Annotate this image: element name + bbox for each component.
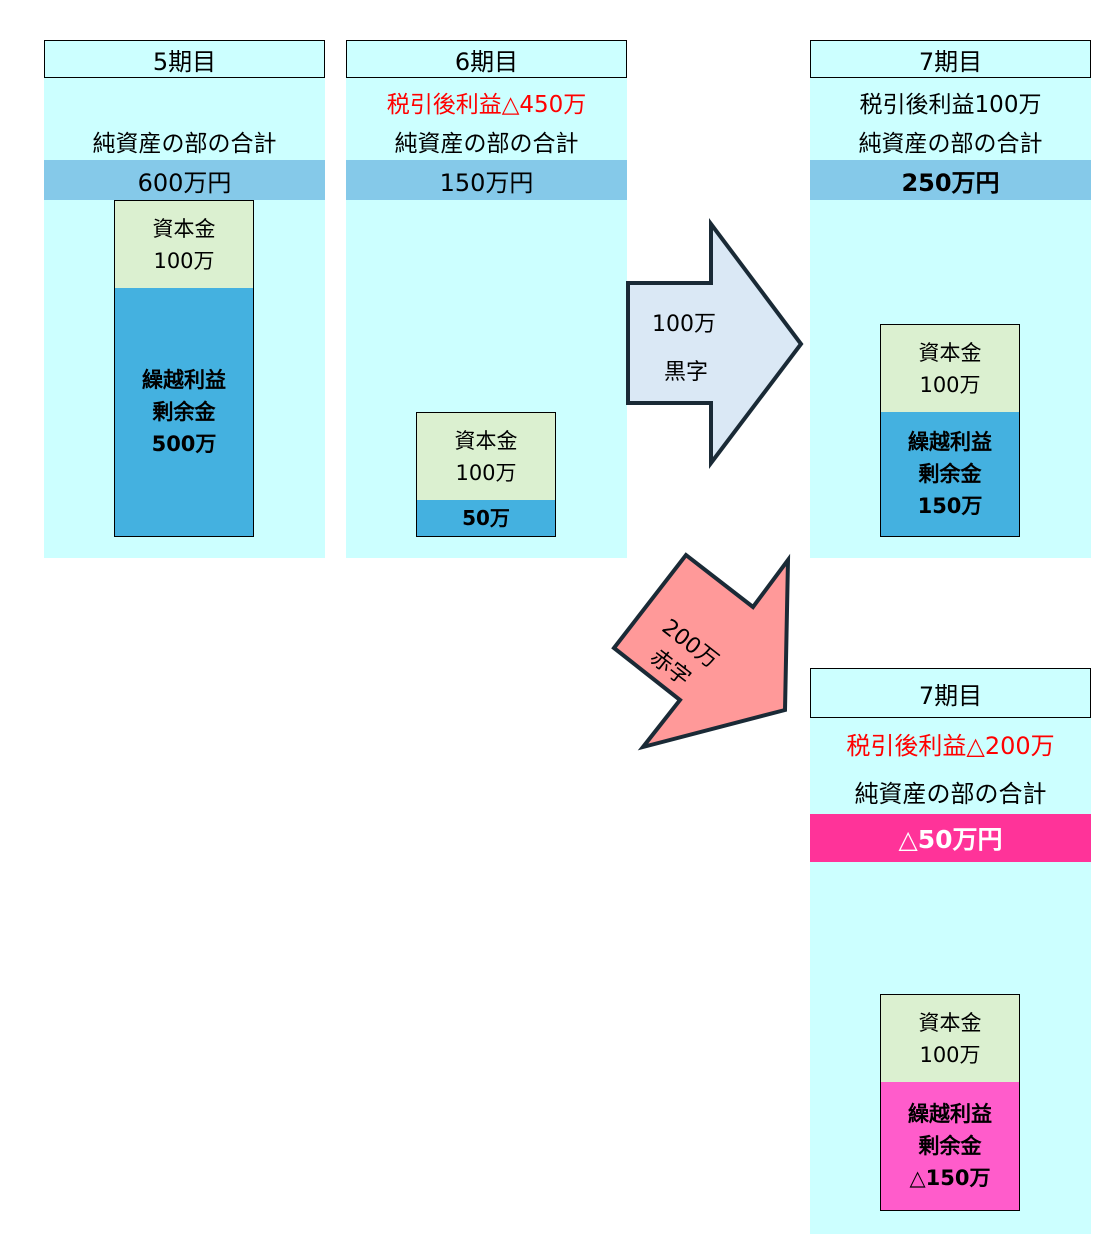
period5-title: 5期目: [44, 40, 325, 78]
capital-value: 100万: [455, 460, 517, 485]
net-assets-total: 150万円: [346, 160, 627, 200]
retained-value: 150万: [917, 494, 983, 518]
retained-label-1: 繰越利益: [142, 368, 226, 392]
retained-label-2: 剰余金: [918, 462, 982, 486]
capital-label: 資本金: [454, 428, 518, 453]
retained-earnings-box: 50万: [416, 500, 556, 537]
net-assets-label: 純資産の部の合計: [92, 131, 277, 157]
retained-earnings-box: 繰越利益 剰余金 △150万: [880, 1082, 1020, 1211]
net-assets-label: 純資産の部の合計: [858, 131, 1043, 157]
period7-loss-panel: 7期目 税引後利益△200万 純資産の部の合計 △50万円 資本金 100万 繰…: [810, 668, 1091, 1234]
period7-profit-panel: 7期目 税引後利益100万 純資産の部の合計 250万円 資本金 100万 繰越…: [810, 40, 1091, 558]
period7-title: 7期目: [810, 40, 1091, 78]
retained-label-1: 繰越利益: [908, 430, 992, 454]
after-tax-profit: 税引後利益△450万: [386, 92, 587, 118]
capital-value: 100万: [153, 248, 215, 273]
period5-panel: 5期目 純資産の部の合計 600万円 資本金 100万 繰越利益 剰余金 500…: [44, 40, 325, 558]
retained-value: 50万: [462, 506, 510, 530]
capital-box: 資本金 100万: [880, 994, 1020, 1083]
retained-value: 500万: [151, 432, 217, 456]
retained-label-2: 剰余金: [152, 400, 216, 424]
capital-label: 資本金: [918, 340, 982, 365]
profit-arrow-amount: 100万: [652, 312, 716, 337]
net-assets-total: 600万円: [44, 160, 325, 200]
net-assets-total: 250万円: [810, 160, 1091, 200]
retained-label-1: 繰越利益: [908, 1102, 992, 1126]
capital-value: 100万: [919, 1042, 981, 1067]
profit-arrow-label: 黒字: [664, 360, 709, 385]
net-assets-label: 純資産の部の合計: [394, 131, 579, 157]
capital-box: 資本金 100万: [114, 200, 254, 289]
capital-box: 資本金 100万: [880, 324, 1020, 413]
net-assets-total: △50万円: [810, 814, 1091, 862]
after-tax-profit: 税引後利益100万: [859, 92, 1042, 118]
profit-arrow-shape: [626, 218, 804, 469]
period6-title: 6期目: [346, 40, 627, 78]
capital-box: 資本金 100万: [416, 412, 556, 501]
capital-label: 資本金: [152, 216, 216, 241]
capital-label: 資本金: [918, 1010, 982, 1035]
after-tax-profit: 税引後利益△200万: [846, 732, 1055, 760]
retained-label-2: 剰余金: [918, 1134, 982, 1158]
net-assets-label: 純資産の部の合計: [854, 780, 1047, 808]
retained-earnings-box: 繰越利益 剰余金 150万: [880, 412, 1020, 537]
retained-value: △150万: [909, 1166, 991, 1190]
retained-earnings-box: 繰越利益 剰余金 500万: [114, 288, 254, 537]
period7-title: 7期目: [810, 668, 1091, 718]
period6-panel: 6期目 税引後利益△450万 純資産の部の合計 150万円 資本金 100万 5…: [346, 40, 627, 558]
capital-value: 100万: [919, 372, 981, 397]
